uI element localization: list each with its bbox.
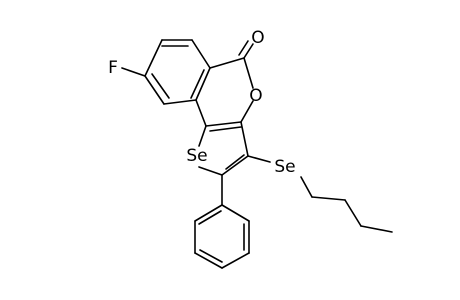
bond (195, 99, 207, 127)
bond (225, 154, 245, 170)
bond (163, 99, 197, 105)
lactone-ring (195, 40, 254, 132)
bond (221, 155, 249, 176)
bond (191, 39, 211, 69)
bond (194, 252, 223, 269)
bond (195, 67, 211, 101)
bond (198, 125, 207, 147)
ring-selenium-label: Se (186, 146, 207, 166)
bond (221, 252, 250, 269)
bond (144, 39, 163, 77)
bond (199, 249, 223, 263)
bond (240, 100, 254, 123)
bond (243, 57, 254, 89)
substituent-selenium-label: Se (274, 157, 295, 177)
bond (209, 57, 245, 69)
fluorobenzene-ring (121, 39, 211, 105)
phenyl-ring (194, 174, 250, 269)
fluorine-label: F (108, 58, 118, 78)
bond (198, 166, 223, 176)
bond (121, 67, 146, 77)
bond (144, 75, 165, 105)
selenophene-ring (198, 121, 249, 176)
bond (205, 121, 242, 127)
butylselanyl-chain (247, 155, 393, 233)
bond (243, 43, 254, 59)
bond (194, 204, 223, 222)
bond (198, 210, 222, 225)
bond (190, 69, 205, 99)
bond (344, 199, 362, 227)
bond (151, 73, 170, 99)
atom-labels: O O F Se Se (108, 28, 296, 177)
bond (238, 40, 249, 56)
bond (221, 204, 250, 222)
bond (360, 225, 393, 233)
bond (247, 155, 271, 163)
carbonyl-oxygen-label: O (251, 28, 264, 48)
bond (209, 126, 242, 132)
bond (240, 121, 249, 157)
ring-oxygen-label: O (249, 86, 262, 106)
bond (300, 176, 313, 198)
bond (311, 196, 346, 201)
